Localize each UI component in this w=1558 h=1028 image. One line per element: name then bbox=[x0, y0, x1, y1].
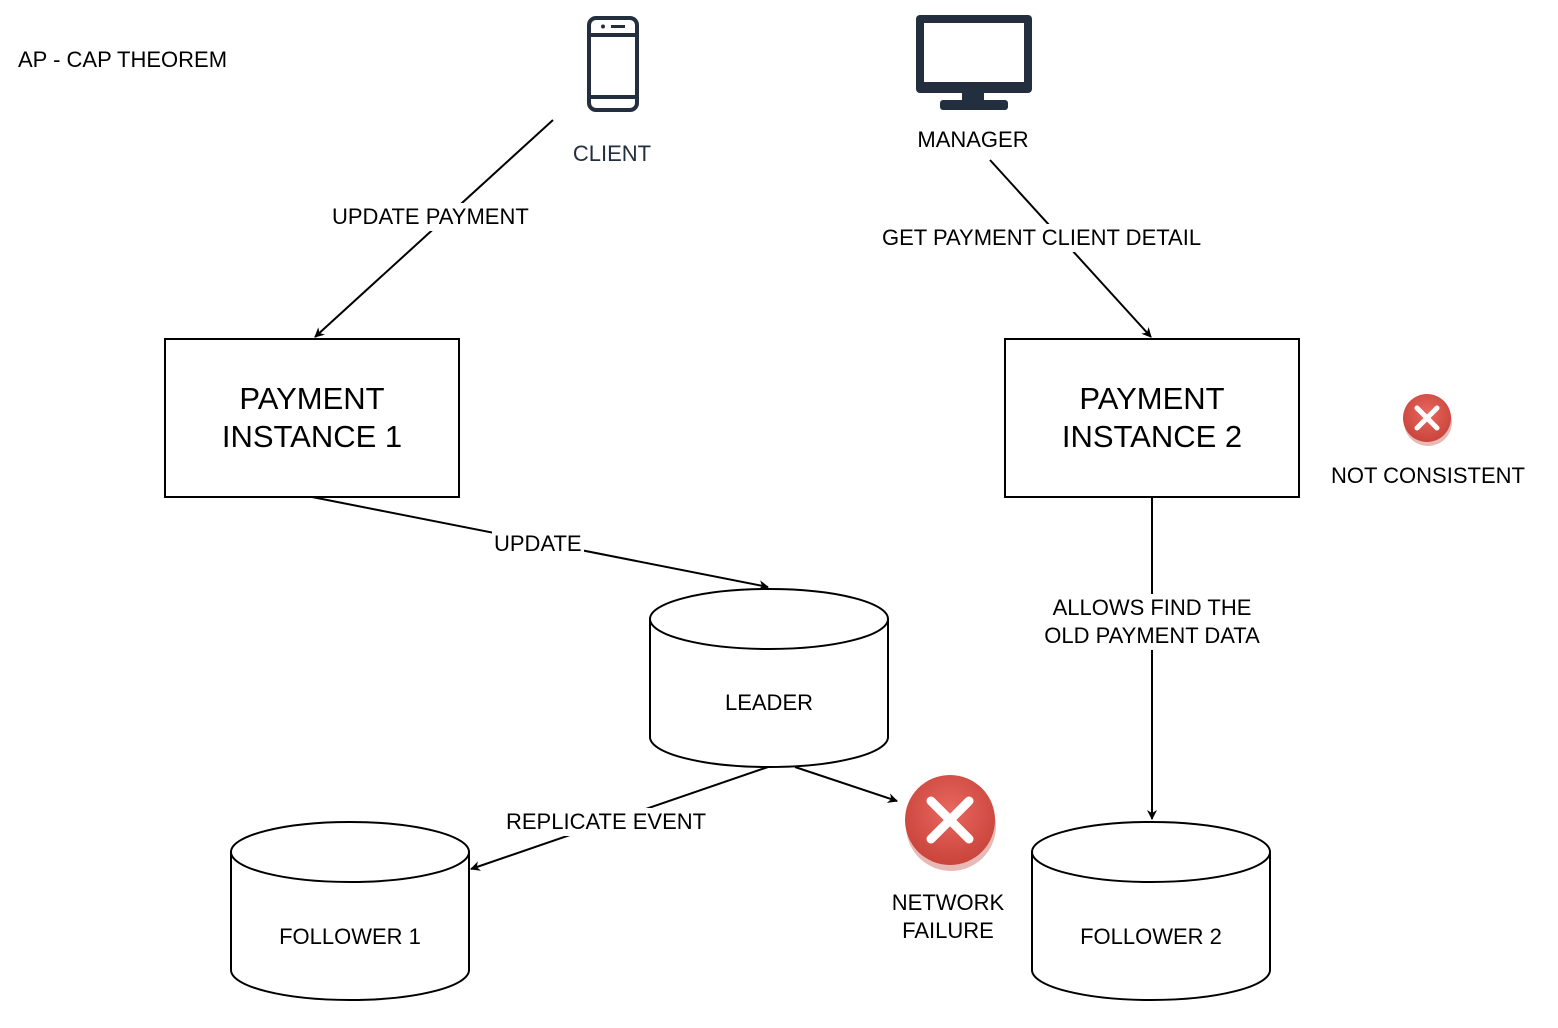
edge-label-update: UPDATE bbox=[492, 530, 584, 558]
follower-2-cylinder bbox=[1031, 821, 1271, 1001]
payment-instance-1-line2: INSTANCE 1 bbox=[221, 419, 403, 454]
edge-label-replicate-event: REPLICATE EVENT bbox=[504, 808, 709, 836]
manager-label: MANAGER bbox=[917, 127, 1029, 152]
network-failure-line2: FAILURE bbox=[902, 918, 994, 943]
payment-instance-1-box: PAYMENT INSTANCE 1 bbox=[164, 338, 460, 498]
not-consistent-error-icon bbox=[1403, 394, 1452, 446]
leader-label: LEADER bbox=[724, 690, 814, 715]
network-failure-line1: NETWORK bbox=[891, 890, 1005, 915]
not-consistent-label: NOT CONSISTENT bbox=[1331, 463, 1525, 488]
follower-1-label: FOLLOWER 1 bbox=[279, 924, 421, 949]
edge-label-allows-find: ALLOWS FIND THE OLD PAYMENT DATA bbox=[1030, 594, 1274, 650]
payment-instance-2-line2: INSTANCE 2 bbox=[1061, 419, 1243, 454]
client-label: CLIENT bbox=[572, 141, 652, 166]
leader-cylinder bbox=[649, 588, 889, 768]
payment-instance-1-line1: PAYMENT bbox=[239, 381, 385, 416]
follower-1-cylinder bbox=[230, 821, 470, 1001]
page-title: AP - CAP THEOREM bbox=[18, 47, 228, 72]
edge-label-get-payment-client-detail: GET PAYMENT CLIENT DETAIL bbox=[880, 224, 1204, 252]
smartphone-icon bbox=[587, 16, 639, 112]
payment-instance-2-box: PAYMENT INSTANCE 2 bbox=[1004, 338, 1300, 498]
network-failure-label: NETWORK FAILURE bbox=[870, 889, 1026, 945]
network-failure-error-icon bbox=[905, 775, 996, 871]
follower-2-label: FOLLOWER 2 bbox=[1080, 924, 1222, 949]
edge-label-allows-find-line2: OLD PAYMENT DATA bbox=[1044, 623, 1260, 648]
edge-label-update-payment: UPDATE PAYMENT bbox=[330, 203, 531, 231]
edge-label-allows-find-line1: ALLOWS FIND THE bbox=[1052, 595, 1252, 620]
desktop-monitor-icon bbox=[916, 15, 1032, 110]
edge-to-network-failure bbox=[794, 766, 898, 803]
payment-instance-2-line1: PAYMENT bbox=[1079, 381, 1225, 416]
